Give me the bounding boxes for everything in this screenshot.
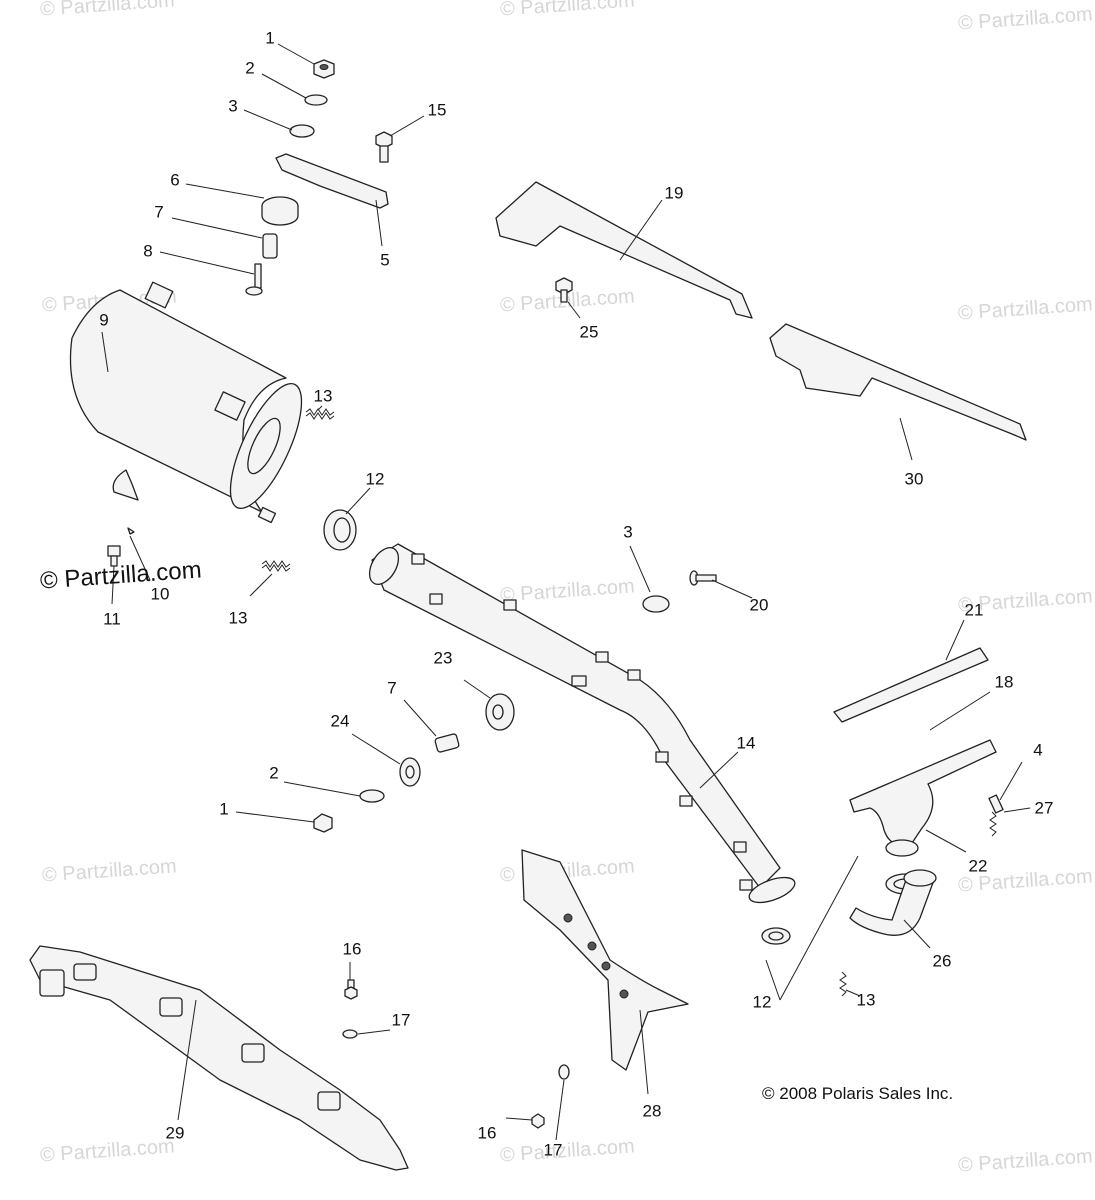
- callout-12: 12: [365, 469, 385, 489]
- bolt-part: [375, 131, 393, 163]
- bolt-part: [689, 570, 717, 586]
- washer-part: [304, 94, 328, 106]
- pipe-tabs: [411, 553, 753, 891]
- callout-6: 6: [170, 170, 180, 190]
- bracket-part: [275, 153, 389, 209]
- heat-shield-part: [495, 181, 753, 319]
- muffler-part: [69, 281, 303, 524]
- callout-30: 30: [904, 469, 924, 489]
- callout-1: 1: [219, 799, 229, 819]
- washer-part: [558, 1064, 570, 1080]
- pipe-outlet: [748, 876, 796, 904]
- callout-20: 20: [749, 595, 769, 615]
- callout-22: 22: [968, 856, 988, 876]
- callout-2: 2: [269, 763, 279, 783]
- callout-18: 18: [994, 672, 1014, 692]
- callout-17: 17: [543, 1140, 563, 1160]
- callout-29: 29: [165, 1123, 185, 1143]
- callout-2: 2: [245, 58, 255, 78]
- copyright-notice: © 2008 Polaris Sales Inc.: [762, 1084, 954, 1103]
- callout-14: 14: [736, 733, 756, 753]
- callout-5: 5: [380, 250, 390, 270]
- callout-25: 25: [579, 322, 599, 342]
- callout-26: 26: [932, 951, 952, 971]
- spring-part: [261, 560, 291, 572]
- sleeve-part: [434, 733, 460, 753]
- callout-28: 28: [642, 1101, 662, 1121]
- manifold-outlet: [885, 839, 919, 857]
- exhaust-pipe-part: [371, 543, 781, 889]
- pipe-inlet: [368, 547, 400, 585]
- callout-10: 10: [150, 584, 170, 604]
- bolt-part: [344, 979, 358, 1000]
- leader-lines: [101, 43, 1031, 1141]
- callout-16: 16: [342, 939, 362, 959]
- pin-part: [127, 527, 135, 535]
- callout-13: 13: [313, 386, 333, 406]
- elbow-pipe-part: [849, 879, 935, 936]
- elbow-inlet: [903, 869, 937, 887]
- heat-shield-part: [769, 323, 1027, 441]
- spring-part: [839, 971, 847, 997]
- grommet-part: [261, 196, 299, 226]
- heat-shield-part: [521, 849, 689, 1071]
- callout-1: 1: [265, 28, 275, 48]
- callout-3: 3: [228, 96, 238, 116]
- sleeve-part: [262, 233, 278, 259]
- spring-part: [989, 811, 997, 837]
- bolt-part: [555, 277, 573, 303]
- gasket-part: [323, 509, 357, 551]
- bolt-part: [531, 1113, 545, 1129]
- shield-tabs: [39, 963, 341, 1111]
- lock-washer-part: [289, 124, 315, 138]
- callout-13: 13: [228, 608, 248, 628]
- callout-27: 27: [1034, 798, 1054, 818]
- gasket-part: [761, 927, 791, 945]
- callout-21: 21: [964, 600, 984, 620]
- washer-part: [642, 595, 670, 613]
- heat-shield-part: [29, 945, 409, 1171]
- nut-part: [313, 59, 335, 79]
- bolt-part: [107, 545, 121, 567]
- callout-15: 15: [427, 100, 447, 120]
- callout-17: 17: [391, 1010, 411, 1030]
- nut-part: [313, 813, 333, 833]
- gasket-part: [833, 647, 989, 723]
- bolt-part: [245, 263, 263, 296]
- stud-part: [988, 794, 1004, 814]
- spring-part: [305, 408, 335, 420]
- callout-4: 4: [1033, 740, 1043, 760]
- callout-7: 7: [154, 202, 164, 222]
- callout-11: 11: [103, 609, 121, 629]
- callout-13: 13: [856, 990, 876, 1010]
- callout-19: 19: [664, 183, 684, 203]
- callout-23: 23: [433, 648, 453, 668]
- callout-9: 9: [99, 310, 109, 330]
- callout-3: 3: [623, 522, 633, 542]
- callout-12: 12: [752, 992, 772, 1012]
- washer-part: [359, 789, 385, 803]
- washer-part: [342, 1029, 358, 1039]
- callout-16: 16: [477, 1123, 497, 1143]
- grommet-part: [485, 693, 515, 731]
- callout-8: 8: [143, 241, 153, 261]
- washer-part: [399, 757, 421, 787]
- callout-7: 7: [387, 678, 397, 698]
- callout-24: 24: [330, 711, 350, 731]
- exhaust-manifold-part: [849, 739, 997, 847]
- shield-holes: [563, 913, 629, 999]
